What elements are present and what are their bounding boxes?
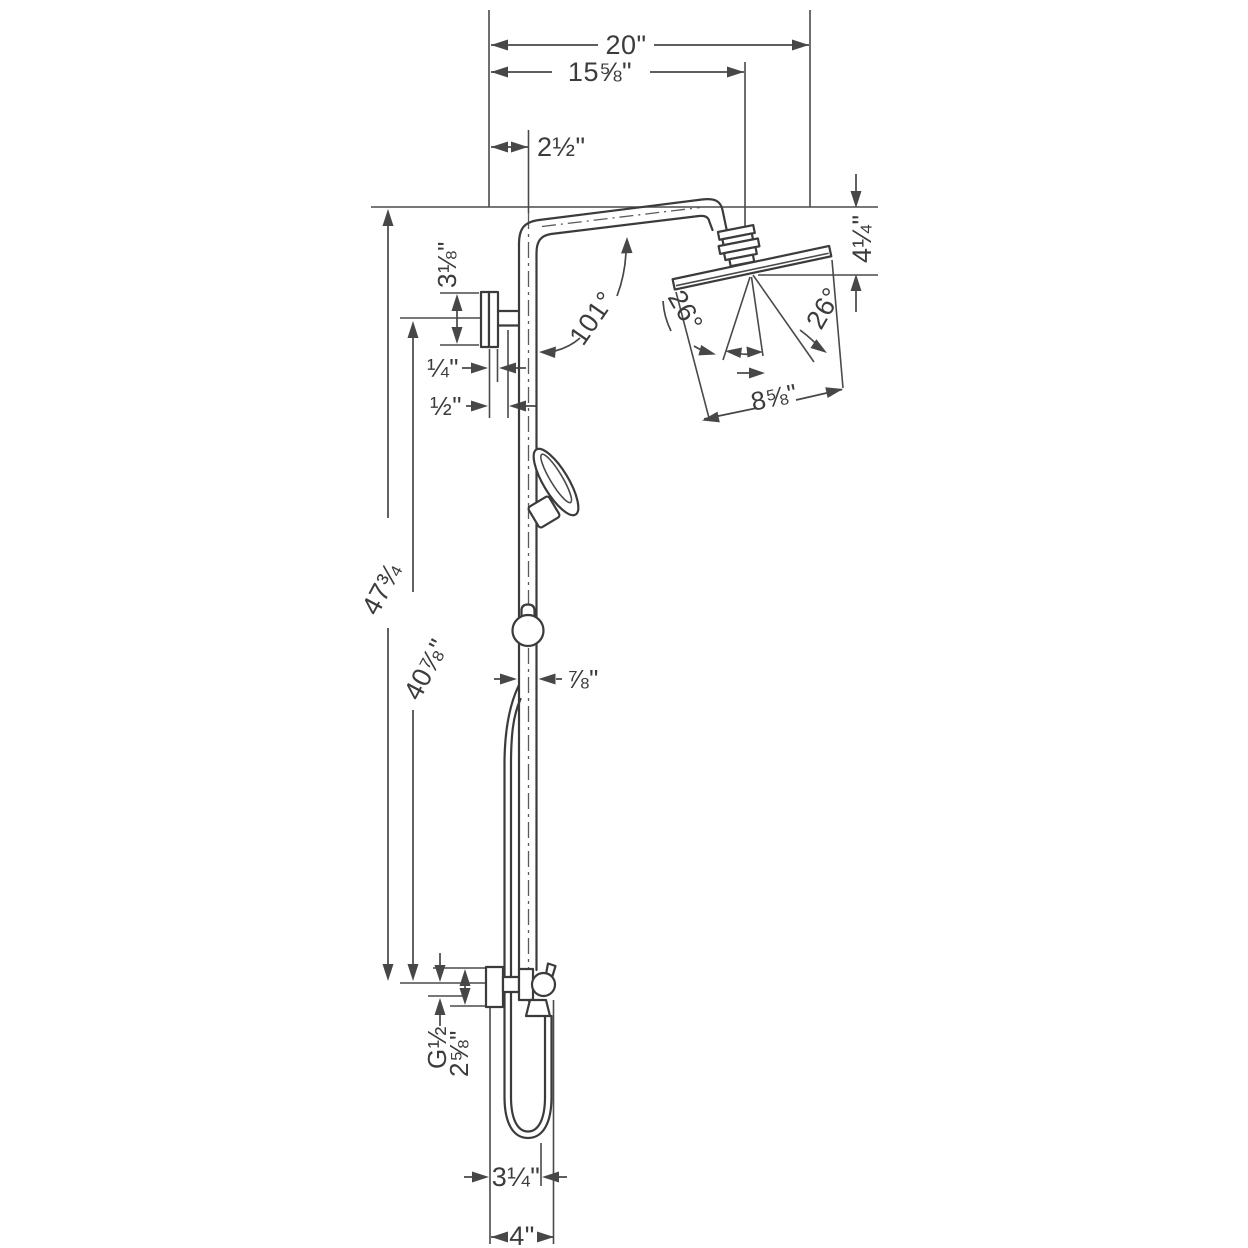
valve-knob	[530, 971, 557, 998]
spray-pattern-lines	[722, 274, 815, 363]
shower-hose	[503, 684, 553, 1140]
dim-label-head-width: 8⅝"	[748, 378, 800, 417]
dimension-bar-diameter: ⅞"	[494, 664, 599, 694]
dim-label-spray-angle-right: 26°	[800, 282, 847, 334]
valve-escutcheon	[484, 965, 505, 1009]
dim-label-total-width: 20"	[605, 30, 646, 60]
valve-stub	[501, 975, 521, 994]
dim-label-wall-gap-small: ¼"	[427, 353, 459, 383]
dim-label-hose-loop-width: 3¼"	[492, 1162, 541, 1192]
exposed-valve	[484, 962, 557, 1018]
dimension-head-drop: 4¼"	[847, 174, 877, 312]
shower-arm	[517, 198, 728, 255]
dim-label-total-height: 47¾	[356, 558, 408, 620]
dim-label-valve-trim-height: 2⅝"	[444, 1030, 474, 1077]
dimension-total-height: 47¾	[356, 209, 408, 981]
dim-label-arm-projection: 15⅝"	[568, 57, 632, 87]
dim-label-head-drop: 4¼"	[847, 214, 877, 263]
dimension-bottom-width: 4"	[491, 1221, 554, 1248]
spray-angle-left-annotation: 26°	[662, 285, 716, 356]
dimension-valve-trim-height: 2⅝"	[444, 969, 474, 1077]
dimension-hose-loop-width: 3¼"	[464, 1162, 567, 1192]
head-connector-nut	[716, 223, 761, 268]
dim-label-spray-angle-left: 26°	[662, 285, 709, 337]
dimension-wall-gap-small: ¼"	[427, 353, 526, 383]
dim-label-bottom-width: 4"	[509, 1221, 535, 1248]
dimension-bracket-height: 3⅛"	[432, 241, 463, 344]
riser-pipe	[517, 242, 538, 972]
dim-label-wall-gap-large: ½"	[430, 391, 462, 421]
dimension-riser-offset: 2½"	[491, 132, 586, 162]
dimension-head-width: 8⅝"	[702, 378, 843, 423]
spray-angle-right-annotation: 26°	[799, 282, 847, 353]
dimension-total-width: 20"	[491, 30, 809, 60]
hand-shower	[532, 447, 580, 517]
dim-label-bracket-valve-height: 40⅞"	[398, 634, 455, 705]
dim-label-arm-angle: 101°	[563, 286, 621, 351]
centerlines	[527, 206, 701, 1002]
dim-label-bracket-height: 3⅛"	[432, 241, 462, 288]
arm-angle-annotation: 101°	[539, 237, 633, 358]
spray-spread-annotation	[725, 346, 765, 379]
extension-lines	[371, 10, 878, 1244]
dim-label-riser-offset: 2½"	[537, 132, 586, 162]
dim-label-bar-diameter: ⅞"	[567, 664, 599, 694]
dimension-arm-projection: 15⅝"	[491, 57, 744, 87]
slider-ball	[511, 603, 545, 648]
hose-outlet-cone	[524, 998, 552, 1018]
dimension-thread-size: G½	[422, 953, 452, 1069]
overhead-shower-head	[671, 244, 833, 291]
hand-shower-holder	[527, 495, 561, 529]
wall-bracket	[479, 290, 521, 349]
dimension-wall-gap-large: ½"	[430, 391, 536, 421]
dim-label-thread-size: G½	[422, 1026, 452, 1069]
